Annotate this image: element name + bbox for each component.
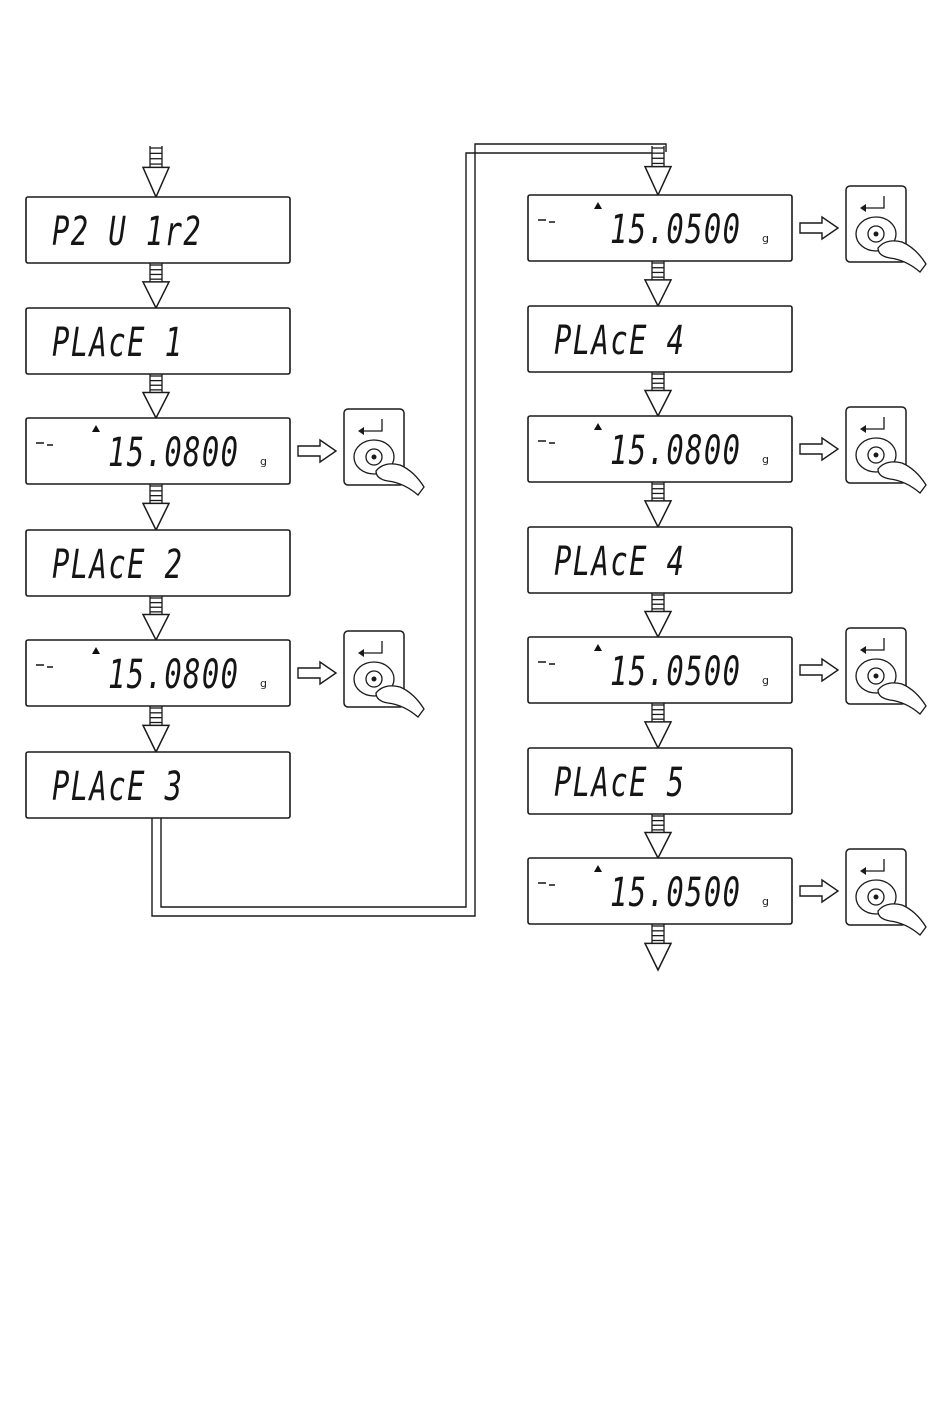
weight-value: 15.0500 — [610, 207, 741, 253]
flow-arrow — [645, 593, 671, 637]
entry-arrow — [143, 146, 169, 197]
down-arrow-icon — [645, 943, 671, 970]
right-arrow-icon — [298, 440, 336, 462]
flow-arrow — [645, 372, 671, 416]
weight-unit: g — [762, 895, 769, 908]
finger — [376, 686, 424, 717]
lcd-label-display: PLAcE 3 — [26, 752, 290, 818]
weight-value: 15.0500 — [610, 649, 741, 695]
down-arrow-icon — [143, 167, 169, 197]
round-button-dot — [874, 232, 879, 237]
lcd-label-text: PLAcE 3 — [52, 764, 183, 810]
weight-value: 15.0800 — [108, 652, 239, 698]
lcd-label-text: PLAcE 2 — [52, 542, 183, 588]
finger — [878, 462, 926, 493]
right-arrow-icon — [800, 438, 838, 460]
right-arrow-icon — [800, 217, 838, 239]
down-arrow-icon — [645, 611, 671, 637]
flow-arrow — [143, 374, 169, 418]
down-arrow-icon — [143, 282, 169, 308]
lcd-weight-display: 15.0800 g — [26, 418, 290, 484]
lcd-weight-display: 15.0800 g — [26, 640, 290, 706]
lcd-weight-display: 15.0500 g — [528, 637, 792, 703]
down-arrow-icon — [143, 614, 169, 640]
right-arrow-icon — [800, 659, 838, 681]
lcd-label-display: PLAcE 2 — [26, 530, 290, 596]
down-arrow-icon — [645, 501, 671, 527]
weight-unit: g — [260, 677, 267, 690]
round-button-dot — [874, 674, 879, 679]
enter-key-press-icon — [846, 628, 926, 714]
down-arrow-icon — [645, 390, 671, 416]
flow-arrow — [143, 596, 169, 640]
lcd-weight-display: 15.0800 g — [528, 416, 792, 482]
lcd-label-display: PLAcE 4 — [528, 306, 792, 372]
flow-arrow — [645, 261, 671, 306]
flow-arrow — [645, 482, 671, 527]
round-button-dot — [874, 895, 879, 900]
enter-key-press-icon — [846, 186, 926, 272]
down-arrow-icon — [143, 503, 169, 530]
finger — [376, 464, 424, 495]
lcd-label-display: PLAcE 1 — [26, 308, 290, 374]
finger — [878, 241, 926, 272]
lcd-label-text: PLAcE 4 — [554, 539, 685, 585]
down-arrow-icon — [645, 832, 671, 858]
enter-key-press-icon — [344, 409, 424, 495]
enter-key-press-icon — [344, 631, 424, 717]
lcd-label-text: PLAcE 4 — [554, 318, 685, 364]
round-button-dot — [372, 677, 377, 682]
enter-key-press-icon — [846, 407, 926, 493]
down-arrow-icon — [645, 167, 671, 195]
down-arrow-icon — [143, 725, 169, 752]
right-arrow-icon — [800, 880, 838, 902]
finger — [878, 904, 926, 935]
right-arrow-icon — [298, 662, 336, 684]
lcd-label-text: PLAcE 5 — [554, 760, 685, 806]
weight-value: 15.0800 — [610, 428, 741, 474]
down-arrow-icon — [143, 392, 169, 418]
down-arrow-icon — [645, 280, 671, 306]
flow-arrow — [645, 703, 671, 748]
flow-arrow — [645, 814, 671, 858]
lcd-label-text: P2 U 1r2 — [52, 209, 202, 255]
flow-arrow — [143, 706, 169, 752]
lcd-label-display: P2 U 1r2 — [26, 197, 290, 263]
enter-key-press-icon — [846, 849, 926, 935]
weight-unit: g — [260, 455, 267, 468]
weight-unit: g — [762, 232, 769, 245]
exit-arrow — [645, 924, 671, 970]
lcd-weight-display: 15.0500 g — [528, 195, 792, 261]
down-arrow-icon — [645, 722, 671, 748]
weight-value: 15.0800 — [108, 430, 239, 476]
weight-unit: g — [762, 674, 769, 687]
round-button-dot — [372, 455, 377, 460]
weight-unit: g — [762, 453, 769, 466]
flow-arrow — [143, 263, 169, 308]
finger — [878, 683, 926, 714]
lcd-label-text: PLAcE 1 — [52, 320, 183, 366]
flow-arrow — [143, 484, 169, 530]
lcd-label-display: PLAcE 5 — [528, 748, 792, 814]
lcd-label-display: PLAcE 4 — [528, 527, 792, 593]
lcd-weight-display: 15.0500 g — [528, 858, 792, 924]
weight-value: 15.0500 — [610, 870, 741, 916]
round-button-dot — [874, 453, 879, 458]
